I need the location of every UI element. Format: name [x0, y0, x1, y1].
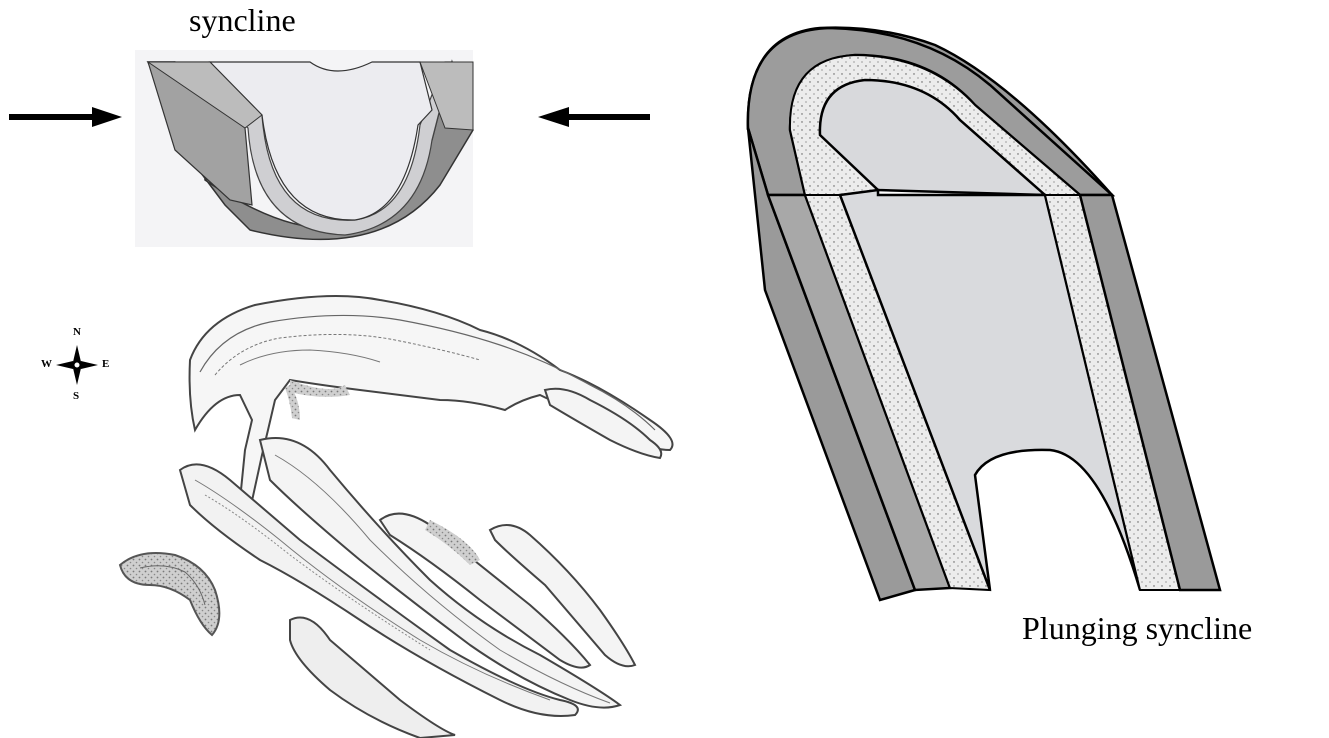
compass-e-label: E — [102, 358, 109, 370]
plunging-syncline-title: Plunging syncline — [1022, 610, 1252, 647]
compass-n-label: N — [73, 326, 81, 338]
map-ridge-main — [190, 296, 673, 510]
compass-icon — [56, 345, 98, 385]
compass-s-label: S — [73, 390, 79, 402]
compass-w-label: W — [41, 358, 52, 370]
right-arrow-icon — [538, 107, 650, 127]
syncline-title: syncline — [189, 2, 296, 39]
map-outlier — [120, 553, 219, 635]
map-limb-1 — [180, 464, 578, 716]
syncline-block — [135, 50, 473, 247]
geologic-map — [120, 296, 673, 738]
plunging-syncline-block — [748, 28, 1220, 600]
left-arrow-icon — [9, 107, 122, 127]
